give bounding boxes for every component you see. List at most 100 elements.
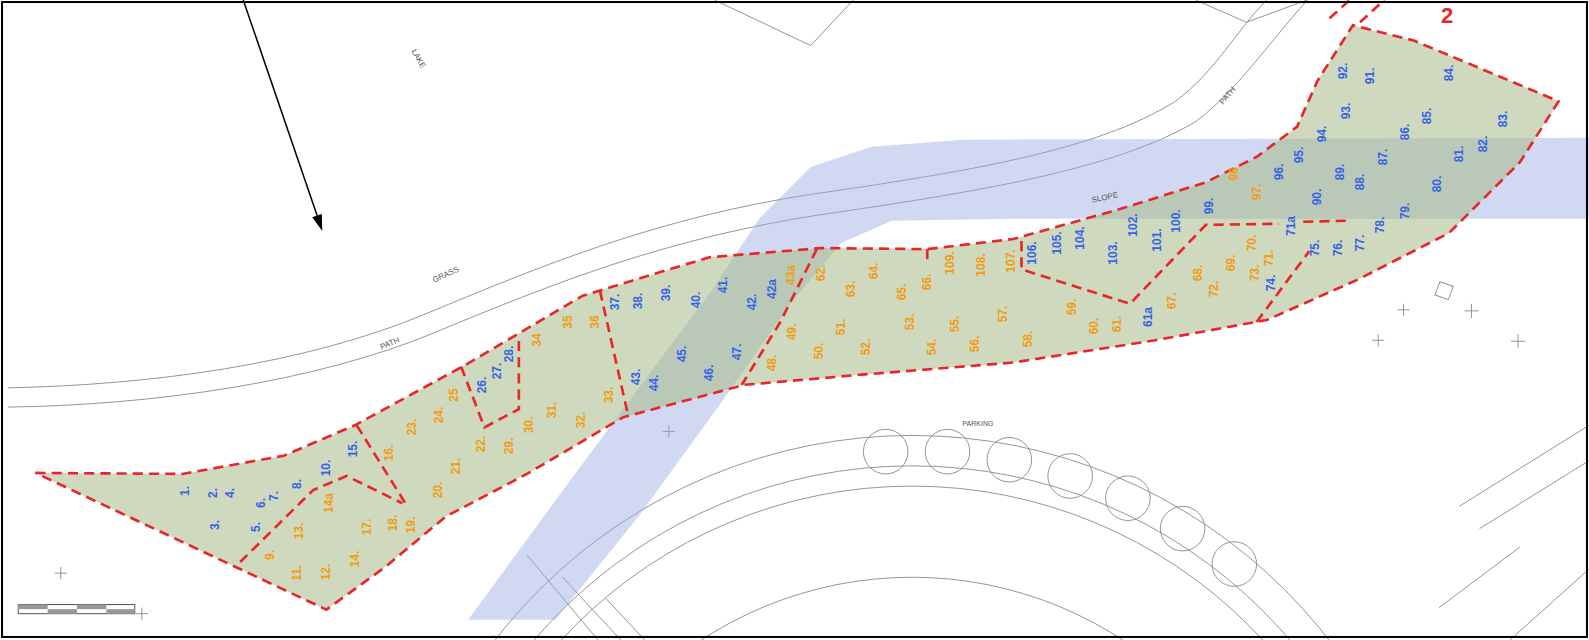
callout-number: 49. <box>786 324 798 341</box>
callout-number: 73. <box>1249 265 1261 282</box>
callout-number: 71a <box>1285 216 1297 236</box>
callout-number: 25 <box>448 388 460 401</box>
callout-number: 87. <box>1377 149 1389 166</box>
site-symbol <box>1435 282 1453 300</box>
callout-number: 95. <box>1293 147 1305 164</box>
callout-number: 37. <box>609 293 621 310</box>
callout-number: 107. <box>1005 250 1017 273</box>
callout-number: 68. <box>1192 265 1204 282</box>
callout-number: 106. <box>1026 241 1038 264</box>
planting-area <box>35 25 1558 609</box>
callout-number: 57. <box>997 306 1009 323</box>
callout-number: 99. <box>1203 197 1215 214</box>
callout-number: 50. <box>813 343 825 360</box>
callout-number: 42a <box>766 279 778 299</box>
callout-number: 9. <box>264 550 276 560</box>
tree-symbols <box>863 429 1256 586</box>
callout-number: 91. <box>1364 68 1376 85</box>
callout-number: 92. <box>1337 63 1349 80</box>
callout-number: 61a <box>1142 307 1154 327</box>
callout-number: 104. <box>1074 226 1086 249</box>
map-annotation: LAKE <box>409 48 426 70</box>
map-annotation: PATH <box>1219 86 1238 107</box>
cad-linework <box>8 0 1589 640</box>
callout-number: 81. <box>1453 146 1465 163</box>
callout-number: 22. <box>475 435 487 452</box>
callout-number: 109. <box>944 252 956 275</box>
map-annotation: PARKING <box>962 420 993 427</box>
callout-number: 14a <box>323 493 335 513</box>
callout-number: 43. <box>630 368 642 385</box>
callout-number: 45. <box>676 346 688 363</box>
callout-number: 5. <box>250 522 262 532</box>
callout-number: 66. <box>921 273 933 290</box>
callout-number: 96. <box>1273 164 1285 181</box>
callout-number: 35 <box>562 315 574 328</box>
callout-number: 14. <box>349 551 361 568</box>
building-edge <box>714 0 853 46</box>
callout-number: 33. <box>603 387 615 404</box>
callout-number: 72. <box>1208 280 1220 297</box>
callout-number: 34 <box>531 334 543 347</box>
callout-number: 86. <box>1399 123 1411 140</box>
map-annotation: SLOPE <box>1091 192 1119 205</box>
callout-number: 10. <box>320 460 332 477</box>
callout-number: 44. <box>648 374 660 391</box>
callout-number: 70. <box>1246 235 1258 252</box>
callout-number: 100. <box>1170 209 1182 232</box>
building-edge <box>1196 0 1307 22</box>
callout-number: 60. <box>1088 318 1100 335</box>
callout-number: 55. <box>949 316 961 333</box>
callout-number: 101. <box>1151 228 1163 251</box>
callout-number: 77. <box>1354 235 1366 252</box>
callout-number: 43a <box>785 265 797 285</box>
survey-mark <box>1372 304 1525 349</box>
callout-number: 61. <box>1111 316 1123 333</box>
callout-number: 36 <box>589 315 601 328</box>
callout-number: 4. <box>224 488 236 498</box>
callout-number: 64. <box>868 263 880 280</box>
callout-number: 27. <box>491 362 503 379</box>
callout-number: 80. <box>1431 176 1443 193</box>
callout-number: 6. <box>255 498 267 508</box>
callout-number: 13. <box>293 522 305 539</box>
callout-number: 76. <box>1332 240 1344 257</box>
callout-number: 59. <box>1066 298 1078 315</box>
callout-number: 74. <box>1265 274 1277 291</box>
callout-number: 41. <box>717 276 729 293</box>
scale-bar <box>18 605 135 614</box>
callout-number: 75. <box>1309 240 1321 257</box>
callout-number: 38. <box>632 292 644 309</box>
callout-number: 24. <box>433 407 445 424</box>
callout-number: 63. <box>845 280 857 297</box>
callout-number: 90. <box>1311 189 1323 206</box>
callout-number: 46. <box>703 364 715 381</box>
callout-number: 39. <box>660 284 672 301</box>
callout-number: 40. <box>690 291 702 308</box>
callout-number: 28. <box>503 346 515 363</box>
callout-number: 21. <box>450 457 462 474</box>
callout-number: 65. <box>896 283 908 300</box>
callout-number: 67. <box>1166 292 1178 309</box>
callout-number: 23. <box>406 419 418 436</box>
callout-number: 47. <box>731 344 743 361</box>
callout-number: 18. <box>387 514 399 531</box>
callout-number: 2. <box>207 488 219 498</box>
callout-number: 54. <box>926 339 938 356</box>
callout-number: 51. <box>835 319 847 336</box>
callout-number: 8. <box>291 479 303 489</box>
callout-number: 69. <box>1225 255 1237 272</box>
callout-number: 48. <box>766 354 778 371</box>
callout-number: 53. <box>904 314 916 331</box>
callout-number: 94. <box>1316 125 1328 142</box>
callout-number: 62. <box>815 265 827 282</box>
map-annotation: GRASS <box>432 266 461 285</box>
callout-number: 98 <box>1228 167 1240 180</box>
pointer-arrow <box>243 0 322 231</box>
callout-number: 11. <box>291 565 303 581</box>
callout-number: 71. <box>1263 250 1275 267</box>
zone-divider <box>240 0 1384 562</box>
callout-number: 105. <box>1051 231 1063 254</box>
